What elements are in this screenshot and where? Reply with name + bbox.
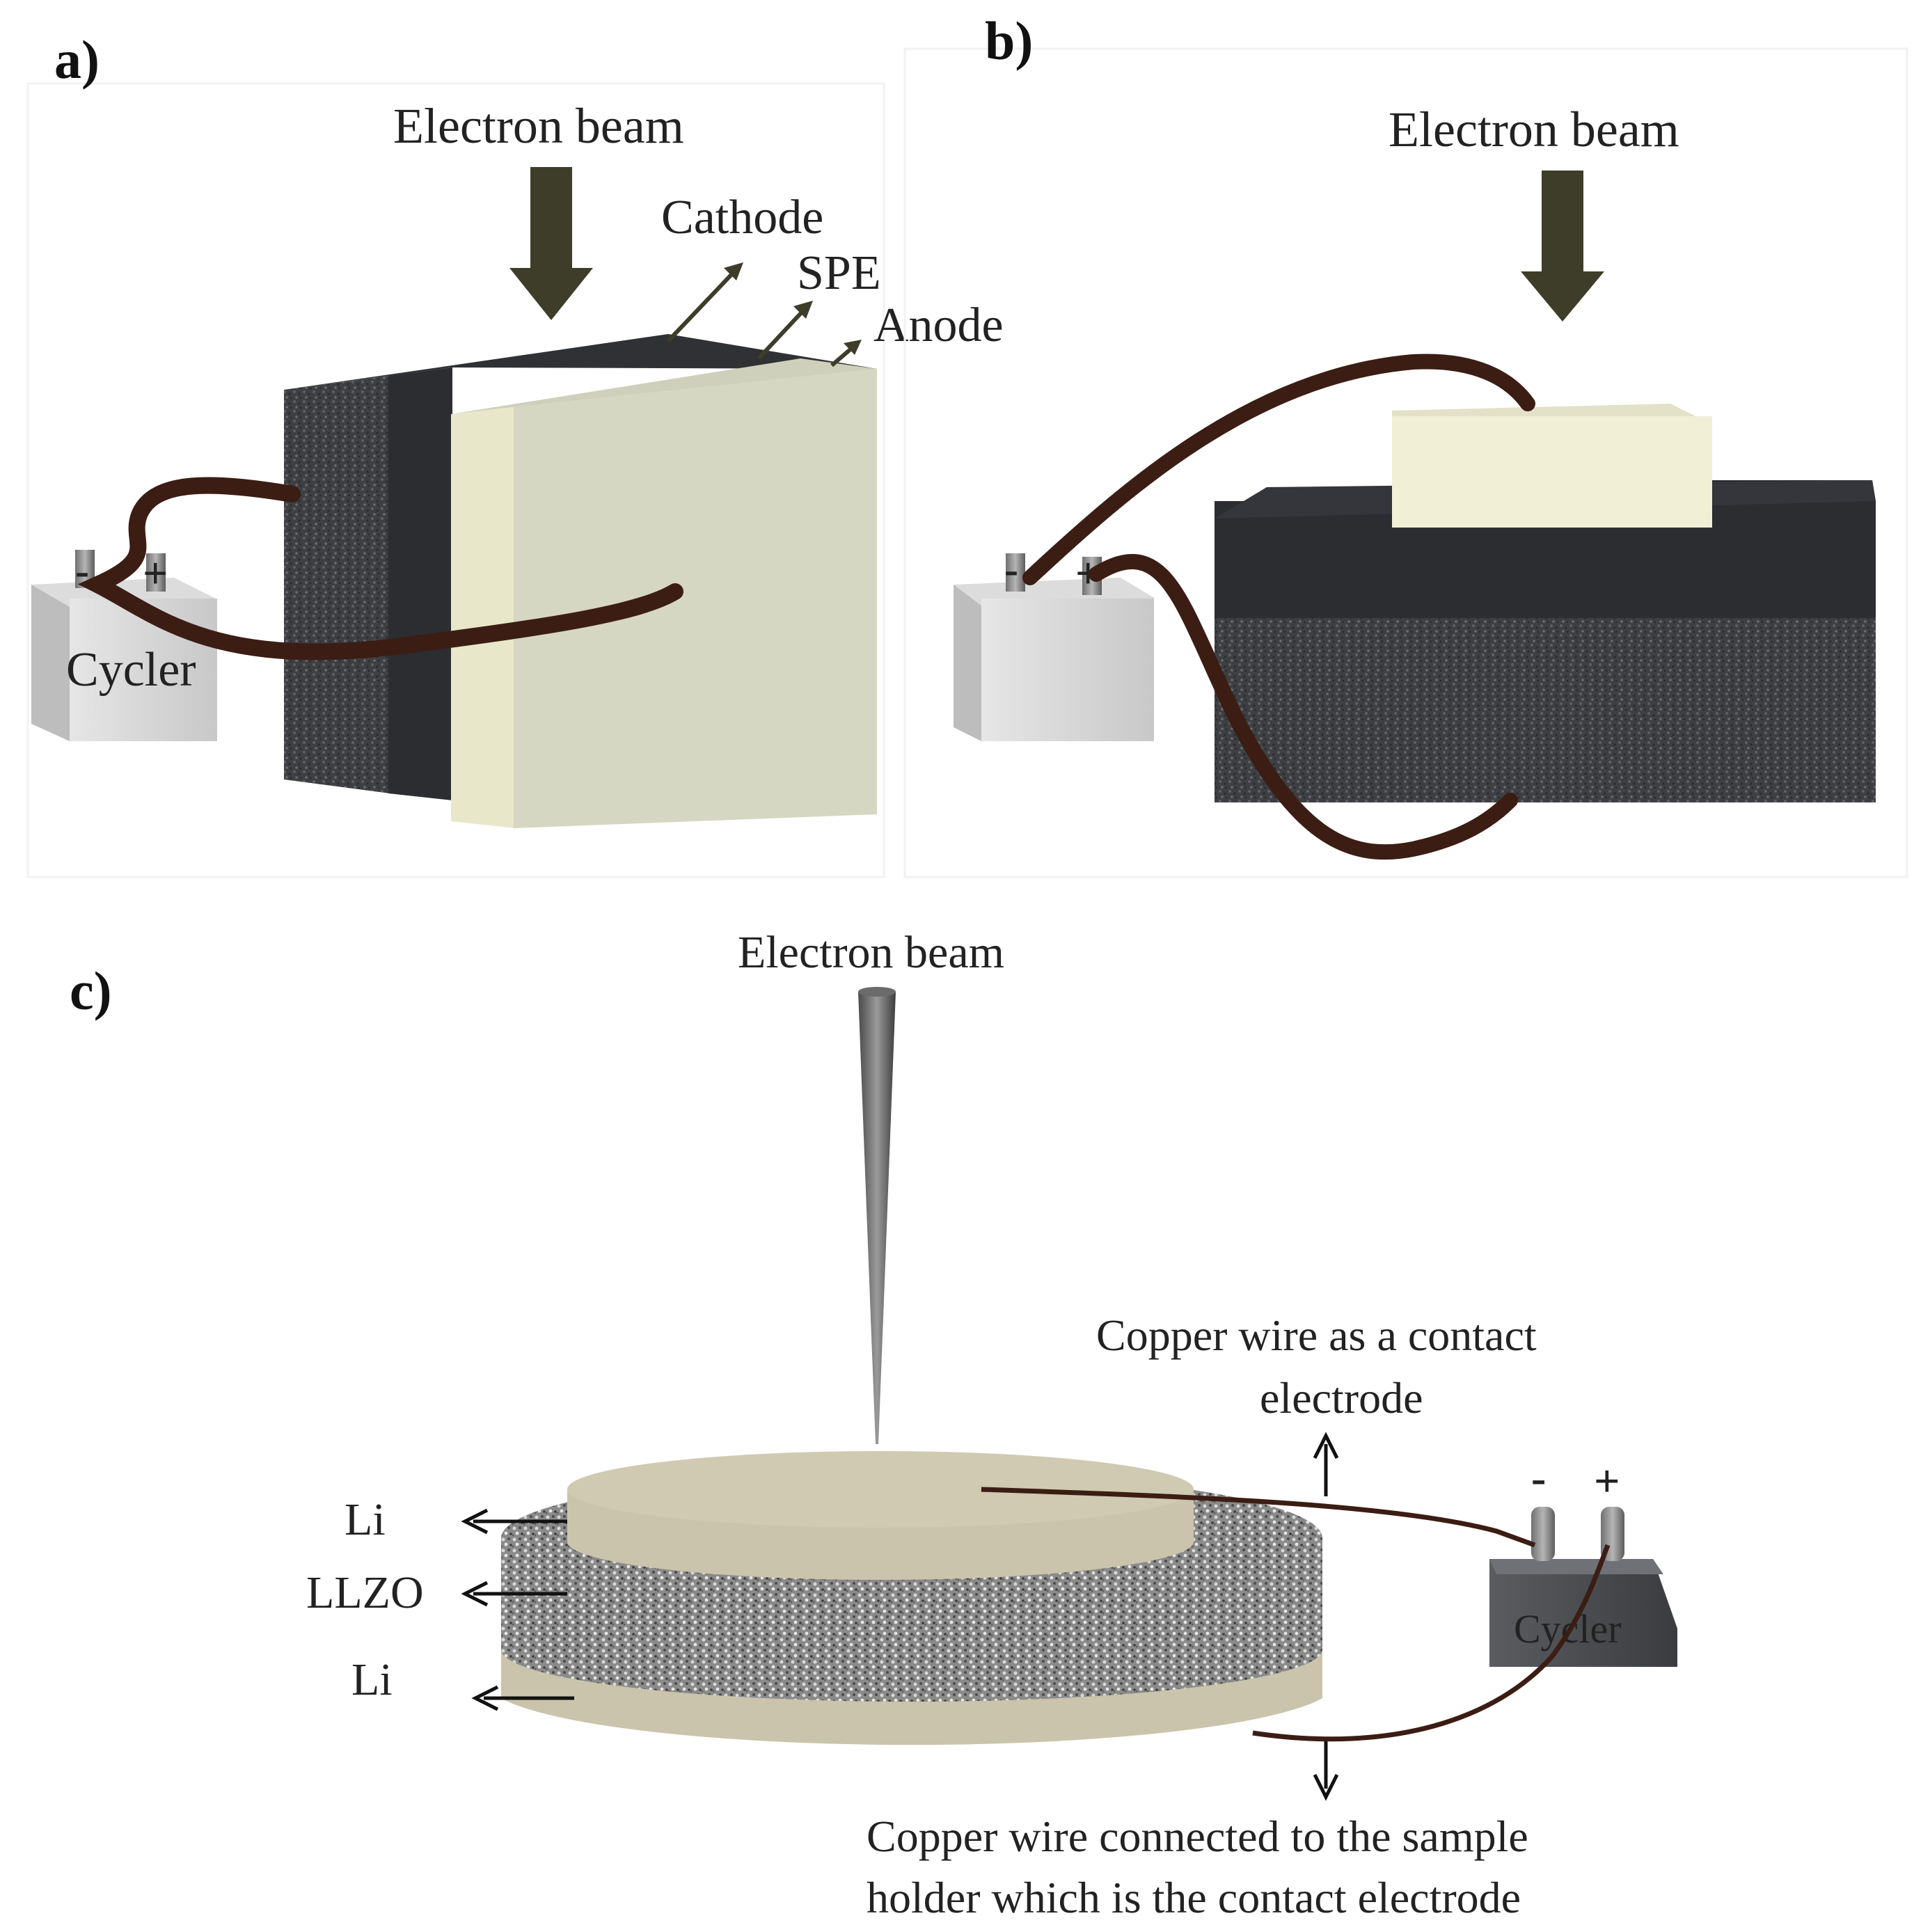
panel-c-llzo-arrow (461, 1581, 567, 1607)
panel-a-cycler (31, 550, 217, 741)
panel-a-spe-arrow (757, 304, 809, 361)
panel-b-frame (903, 47, 1908, 878)
panel-a-spe-arrowhead (793, 301, 813, 319)
panel-c-minus: - (1531, 1453, 1546, 1503)
panel-a-frame (26, 82, 885, 878)
panel-c-wire-bottom-line2: holder which is the contact electrode (867, 1873, 1521, 1922)
panel-c-wire-top-arrow (1313, 1432, 1339, 1496)
panel-c-li-bottom-arrow (471, 1685, 574, 1711)
panel-a-cathode-arrowhead (724, 262, 743, 280)
panel-a: a) Electron beam Cathode SPE Anode (26, 29, 1004, 878)
panel-b-minus: - (1004, 546, 1018, 592)
panel-c-beam-label: Electron beam (738, 927, 1004, 978)
panel-a-anode-main (514, 369, 877, 828)
panel-a-spe-layer (388, 367, 452, 800)
panel-a-anode-arrowhead (844, 340, 862, 355)
panel-c-wire-top (981, 1487, 1536, 1548)
panel-c-llzo-label: LLZO (306, 1567, 424, 1618)
panel-a-anode-top (451, 358, 877, 414)
panel-a-plus: + (143, 548, 168, 598)
panel-c-li-bottom-label: Li (351, 1654, 393, 1705)
panel-a-beam-arrow (509, 167, 593, 320)
panel-b-beam-arrow (1521, 171, 1604, 322)
panel-c-plus: + (1594, 1456, 1620, 1507)
panel-c-label: c) (70, 960, 112, 1021)
panel-c-li-top-label: Li (345, 1494, 386, 1545)
panel-b-wire-bottom (1089, 554, 1518, 860)
panel-a-beam-label: Electron beam (393, 98, 684, 154)
panel-c-wire-bottom (1252, 1544, 1611, 1742)
panel-a-anode-layer (451, 407, 515, 828)
panel-a-wire (77, 477, 683, 660)
panel-a-cathode-arrow (666, 266, 740, 343)
panel-a-anode-label: Anode (873, 299, 1004, 352)
panel-b-cycler (954, 553, 1155, 741)
panel-a-top-face (284, 334, 877, 390)
panel-a-cycler-label: Cycler (66, 643, 196, 697)
panel-c-wire-bottom-arrow (1313, 1740, 1339, 1801)
panel-a-spe-label: SPE (797, 246, 881, 300)
panel-a-cathode-label: Cathode (661, 191, 823, 244)
panel-b-beam-label: Electron beam (1389, 102, 1679, 157)
panel-c-cycler (1489, 1507, 1677, 1667)
panel-a-label: a) (54, 29, 100, 90)
panel-b-cream-block (1392, 416, 1712, 528)
panel-c-disc-stack (501, 1451, 1322, 1745)
panel-a-cathode-layer (284, 376, 390, 793)
panel-c-wire-bottom-line1: Copper wire connected to the sample (867, 1812, 1528, 1861)
panel-c-wire-top-line1: Copper wire as a contact (1096, 1311, 1537, 1360)
panel-c-beam-cone-top (858, 987, 896, 997)
panel-b-label: b) (985, 10, 1033, 71)
panel-c-beam-cone (858, 992, 896, 1444)
panel-c-li-top-arrow (461, 1508, 567, 1535)
panel-b-textured-layer (1215, 618, 1876, 802)
panel-b: b) Electron beam - + (903, 10, 1908, 878)
panel-c: c) Electron beam Li (70, 927, 1677, 1922)
panel-b-wire-top (1022, 354, 1535, 585)
panel-c-wire-top-line2: electrode (1260, 1373, 1423, 1423)
